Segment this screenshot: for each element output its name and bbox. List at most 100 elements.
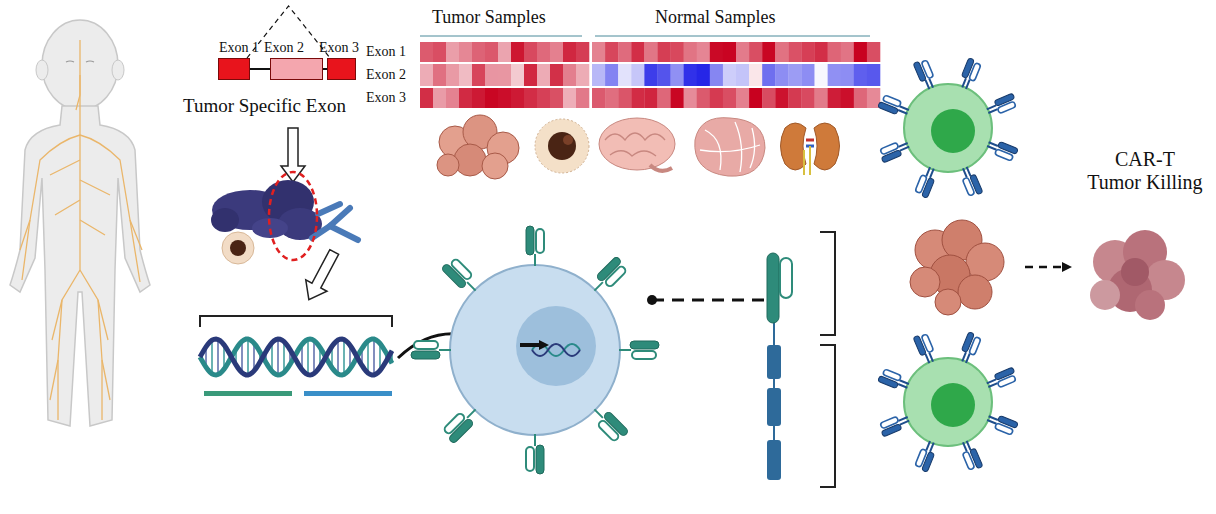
antibody xyxy=(318,204,340,214)
heatmap-cell xyxy=(841,42,854,62)
child-figure xyxy=(50,300,110,400)
tumor-mass xyxy=(935,289,961,315)
heatmap-cell xyxy=(684,88,697,108)
heatmap-cell xyxy=(671,42,684,62)
child-figure xyxy=(58,270,80,420)
heatmap-cell xyxy=(472,88,485,108)
bracket xyxy=(820,232,835,335)
car-t-cell xyxy=(878,58,1019,473)
car-receptor xyxy=(411,226,659,474)
heatmap-cell xyxy=(446,88,459,108)
heatmap-cell xyxy=(867,42,880,62)
car-t-cell xyxy=(904,358,992,446)
heatmap-cell xyxy=(420,64,433,86)
heatmap-cell xyxy=(446,64,459,86)
heatmap-cell xyxy=(762,88,775,108)
t-cell xyxy=(516,306,596,386)
heatmap-cell xyxy=(537,64,550,86)
dna-rung xyxy=(313,341,315,374)
heatmap-cell xyxy=(472,42,485,62)
car-receptor xyxy=(985,138,1018,162)
heatmap xyxy=(420,42,880,108)
heatmap-cell xyxy=(828,42,841,62)
heatmap-cell xyxy=(433,64,446,86)
heatmap-cell xyxy=(762,64,775,86)
dead-tumor xyxy=(1090,230,1185,320)
heatmap-cell xyxy=(485,88,498,108)
tissue-icon xyxy=(454,144,486,176)
dna-rung xyxy=(277,339,279,375)
car-receptor xyxy=(985,412,1018,436)
heatmap-cell xyxy=(657,88,670,108)
heatmap-cell xyxy=(867,64,880,86)
splice-connector xyxy=(323,68,327,70)
dna-rung xyxy=(337,340,339,374)
tissue-icon xyxy=(437,154,459,176)
row-label: Exon 2 xyxy=(366,67,406,83)
exon-box: Exon 1 xyxy=(218,58,250,80)
gene-bar xyxy=(204,391,292,396)
heatmap-cell xyxy=(671,64,684,86)
heatmap-cell xyxy=(657,42,670,62)
child-figure xyxy=(80,270,102,420)
bracket xyxy=(200,316,392,327)
highlight-ring xyxy=(269,172,317,260)
heatmap-cell xyxy=(537,42,550,62)
gene-bar xyxy=(204,391,392,396)
child-figure xyxy=(22,135,80,280)
car-receptor xyxy=(619,341,659,359)
caption-label: Tumor Specific Exon xyxy=(183,95,346,117)
car-receptor xyxy=(878,94,911,118)
antibody xyxy=(330,208,350,226)
heatmap-cell xyxy=(736,64,749,86)
heatmap-cell xyxy=(511,64,524,86)
heatmap-cell xyxy=(815,64,828,86)
header-rule xyxy=(420,36,870,37)
heatmap-cell xyxy=(576,88,589,108)
heatmap-cell xyxy=(828,88,841,108)
car-receptor xyxy=(878,412,911,437)
heatmap-cell xyxy=(723,88,736,108)
car-receptor xyxy=(985,367,1018,392)
protein xyxy=(211,180,322,240)
heatmap-cell xyxy=(576,64,589,86)
tumor-mass xyxy=(958,275,992,309)
heatmap-cell xyxy=(524,42,537,62)
exon-label: Exon 2 xyxy=(264,40,304,56)
heatmap-cell xyxy=(420,88,433,108)
row-label: Exon 3 xyxy=(366,90,406,106)
tissue-icon xyxy=(695,118,765,176)
tissue-icon xyxy=(781,123,807,170)
dead-tumor xyxy=(1135,290,1165,320)
heatmap-cell xyxy=(736,88,749,108)
car-t-cell xyxy=(904,84,992,172)
heatmap-cell xyxy=(697,88,710,108)
heatmap-cell xyxy=(788,64,801,86)
tumor-mass xyxy=(910,220,1004,315)
heatmap-cell xyxy=(631,88,644,108)
heatmap-cell xyxy=(631,42,644,62)
car-receptor xyxy=(958,58,982,91)
heatmap-cell xyxy=(576,42,589,62)
heatmap-cell xyxy=(801,64,814,86)
exon-box: Exon 2 xyxy=(270,58,323,80)
child-figure xyxy=(36,60,48,80)
heatmap-cell xyxy=(420,42,433,62)
heatmap-cell xyxy=(524,64,537,86)
dna-rung xyxy=(367,341,369,373)
tissue-icon xyxy=(650,165,672,171)
tissue-icon xyxy=(548,132,576,160)
heatmap-cell xyxy=(459,64,472,86)
dna-rung xyxy=(211,340,213,374)
heatmap-cell xyxy=(775,42,788,62)
heatmap-cell xyxy=(618,88,631,108)
tumor-cell xyxy=(230,240,246,256)
dna-rung xyxy=(343,340,345,375)
group-header: Normal Samples xyxy=(655,7,775,28)
antibody xyxy=(312,204,358,240)
tissue-icon xyxy=(599,118,675,171)
dashed-arrow xyxy=(1025,266,1068,269)
